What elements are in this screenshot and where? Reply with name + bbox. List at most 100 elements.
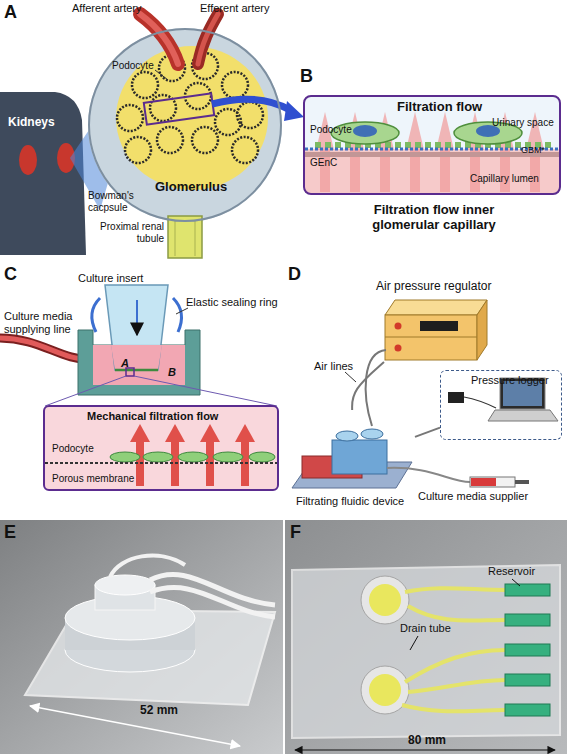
basement-membrane [305, 148, 559, 151]
well-ring [361, 576, 409, 624]
node-text: Podocyte [310, 124, 352, 136]
tubule-cell-line [175, 220, 176, 256]
regulator-front [385, 315, 477, 360]
bowman-capsule [88, 28, 282, 222]
leader-line [345, 372, 356, 382]
part-label: Culture insert [78, 272, 143, 285]
inset-box: Filtration flowUrinary spacePodocyteGBM*… [303, 95, 561, 195]
flow-head [165, 424, 185, 442]
zoom-lines [45, 376, 277, 406]
supply-tube [387, 468, 470, 482]
inset-background [45, 407, 277, 489]
tube [150, 588, 275, 617]
device-block [292, 565, 560, 738]
flow-head [130, 424, 150, 442]
kidney [19, 145, 37, 175]
part-label: Podocyte [112, 60, 154, 72]
panel-letter: A [4, 2, 17, 23]
part-label: Air lines [314, 360, 353, 373]
podocyte-cell [213, 452, 243, 462]
node-text: Glomerulus [155, 180, 227, 195]
panel-letter: E [4, 522, 16, 543]
capillary-loop [215, 109, 241, 135]
zoom-arrowhead [284, 101, 304, 121]
part-label: Proximal renal tubule [98, 221, 164, 244]
node-text: Urinary space [492, 117, 554, 129]
panel-letter: F [290, 522, 301, 543]
air-line-connector [352, 362, 384, 410]
insert-membrane [115, 369, 158, 372]
node-text: Podocyte [52, 443, 94, 455]
capillary-loop [222, 72, 248, 98]
air-line [366, 350, 386, 426]
capillary-lumen [305, 149, 559, 193]
connector [505, 584, 550, 596]
capillary-loop [125, 137, 151, 163]
node-text: Pressure logger [471, 374, 549, 387]
mechanical-flow-arrows [130, 424, 255, 486]
tube [408, 680, 505, 692]
culture-media [93, 345, 185, 385]
node-text: Filtration flow inner glomerular capilla… [344, 203, 524, 233]
capillary-loop [117, 105, 143, 131]
podocyte-cell [178, 452, 208, 462]
capillary-loop [232, 137, 258, 163]
laptop-base [488, 410, 558, 421]
dimension-line [30, 706, 240, 746]
regulator-knob [395, 323, 402, 330]
zoom-frame [126, 368, 134, 376]
dimension-line [295, 749, 555, 750]
node-text: Filtrating fluidic device [296, 495, 404, 508]
podocyte-cell [249, 452, 275, 462]
part-label: Elastic sealing ring [186, 296, 281, 309]
dimension-label: 52 mm [140, 704, 178, 718]
connector [505, 674, 550, 686]
leader-line [410, 636, 418, 650]
tube [405, 650, 505, 682]
node-text: Porous membrane [52, 473, 134, 485]
device-cap [336, 431, 358, 441]
afferent-artery [140, 14, 178, 64]
culture-insert [105, 285, 168, 370]
tube [402, 705, 505, 711]
syringe-plunger [515, 480, 529, 484]
regulator-divider [385, 337, 477, 338]
capillary-loop [192, 127, 218, 153]
reservoir-connectors [505, 584, 550, 716]
torso-silhouette [0, 92, 86, 255]
capillary-loop [132, 72, 158, 98]
tube [405, 588, 505, 592]
well-media [369, 584, 401, 616]
leader-line [155, 70, 168, 80]
regulator-knob [395, 345, 402, 352]
podocyte-cell [110, 452, 140, 462]
inset-box: Mechanical filtration flowPodocytePorous… [43, 405, 279, 491]
part-label: Bowman's cacpsule [88, 190, 140, 213]
regulator-display [420, 321, 458, 331]
photo-background [285, 520, 567, 754]
node-text: Air pressure regulator [376, 280, 491, 294]
dimension-label: 80 mm [408, 734, 446, 748]
tubule-cell-line [195, 220, 196, 256]
podocyte-cell [143, 452, 173, 462]
part-label: Efferent artery [200, 2, 270, 15]
leader-line [512, 579, 520, 586]
efferent-artery [198, 14, 218, 64]
leader-line [176, 308, 188, 314]
part-label: Reservoir [488, 565, 535, 578]
urinary-space [305, 97, 559, 149]
well-media [369, 674, 401, 706]
photo-background [0, 520, 283, 754]
node-text: GEnC [310, 157, 337, 169]
part-label: Culture media supplying line [4, 310, 84, 335]
tube [408, 606, 505, 621]
media-tubes [402, 588, 505, 711]
cell-nucleus [353, 125, 377, 137]
logger-group: Pressure logger [440, 370, 562, 440]
flow-arrow [136, 300, 138, 335]
part-label: Culture media supplier [418, 490, 528, 503]
organ-label: Kidneys [8, 116, 55, 130]
panel-letter: C [4, 264, 17, 285]
sealing-ring [173, 298, 182, 332]
